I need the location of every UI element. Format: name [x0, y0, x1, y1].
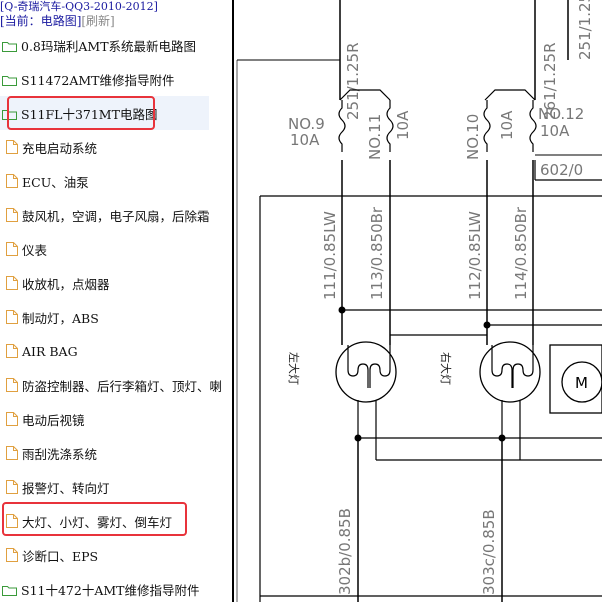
current-category[interactable]: 电路图]: [40, 14, 82, 28]
breadcrumb-path-text: [Q-奇瑞汽车-QQ3-2010-2012]: [0, 0, 158, 13]
file-icon: [6, 344, 18, 358]
file-icon: [6, 310, 18, 324]
tree-item-label: 电动后视镜: [22, 412, 85, 428]
wire-label-top-3: 251/1.25R: [576, 0, 594, 60]
left-headlamp-circle: [335, 341, 397, 403]
file-tree-panel: [Q-奇瑞汽车-QQ3-2010-2012] [当前：电路图][刷新] 0.8玛…: [0, 0, 230, 602]
tree-item[interactable]: 雨刮洗涤系统: [0, 436, 230, 470]
breadcrumb-path: [Q-奇瑞汽车-QQ3-2010-2012]: [0, 0, 230, 15]
tree-item[interactable]: S11十472十AMT维修指导附件: [0, 572, 230, 602]
circuit-diagram: 251/1.25R 261/1.25R 251/1.25R NO.9 10A N…: [230, 0, 602, 602]
left-headlamp-label: 左大灯: [287, 352, 301, 385]
fuse-no9-label: NO.9: [288, 115, 325, 133]
fuse-no12-amp: 10A: [540, 122, 570, 140]
refresh-link[interactable]: [刷新]: [81, 14, 115, 28]
file-icon: [6, 514, 18, 528]
tree-item[interactable]: 大灯、小灯、雾灯、倒车灯: [0, 504, 230, 538]
tree-item[interactable]: AIR BAG: [0, 334, 230, 368]
tree-item[interactable]: 报警灯、转向灯: [0, 470, 230, 504]
tree-item-label: AIR BAG: [22, 343, 78, 359]
tree-item[interactable]: 收放机，点烟器: [0, 266, 230, 300]
tree-item[interactable]: S11FL十371MT电路图: [0, 96, 209, 130]
tree-item[interactable]: 鼓风机，空调，电子风扇，后除霜: [0, 198, 230, 232]
file-icon: [6, 208, 18, 222]
folder-icon: [2, 108, 17, 120]
right-headlamp-label: 右大灯: [439, 352, 453, 385]
tree-item[interactable]: 制动灯，ABS: [0, 300, 230, 334]
tree-item[interactable]: 诊断口、EPS: [0, 538, 230, 572]
tree-item-label: 0.8玛瑞利AMT系统最新电路图: [21, 38, 197, 54]
wire-label-top-1: 251/1.25R: [344, 42, 362, 120]
tree-item[interactable]: 电动后视镜: [0, 402, 230, 436]
junction-dot-1: [338, 306, 346, 314]
fuse-bus-right: [484, 89, 536, 101]
motor-label: M: [575, 374, 588, 392]
right-headlamp-filament-1: [491, 345, 513, 388]
folder-icon: [2, 40, 17, 52]
tree-item[interactable]: ECU、油泵: [0, 164, 230, 198]
tree-item-label: ECU、油泵: [22, 174, 89, 190]
fuse-no9: [338, 100, 346, 152]
junction-dot-2: [483, 321, 491, 329]
wire-602-label: 602/0: [540, 161, 583, 179]
file-icon: [6, 140, 18, 154]
wire-label-112: 112/0.85LW: [466, 211, 484, 300]
left-headlamp-filament-2: [369, 345, 391, 388]
tree-item[interactable]: S11472AMT维修指导附件: [0, 62, 230, 96]
fuse-no10: [483, 100, 491, 152]
tree-item-label: 制动灯，ABS: [22, 310, 99, 326]
right-headlamp-filament-2: [512, 345, 534, 388]
wire-label-302b: 302b/0.85B: [336, 508, 354, 595]
file-icon: [6, 412, 18, 426]
file-icon: [6, 548, 18, 562]
tree-item[interactable]: 仪表: [0, 232, 230, 266]
tree-item-label: 鼓风机，空调，电子风扇，后除霜: [22, 208, 210, 224]
tree-item-label: 雨刮洗涤系统: [22, 446, 98, 462]
tree-item-label: 防盗控制器、后行李箱灯、顶灯、喇: [22, 378, 223, 394]
current-label: [当前：: [0, 14, 41, 28]
tree-item-label: S11FL十371MT电路图: [21, 106, 158, 122]
file-icon: [6, 174, 18, 188]
folder-icon: [2, 584, 17, 596]
fuse-no11: [386, 100, 394, 152]
tree-item[interactable]: 0.8玛瑞利AMT系统最新电路图: [0, 28, 230, 62]
motor-circle: [561, 361, 602, 403]
file-icon: [6, 378, 18, 392]
tree-item[interactable]: 防盗控制器、后行李箱灯、顶灯、喇: [0, 368, 230, 402]
left-headlamp-filament-1: [347, 345, 369, 388]
file-icon: [6, 242, 18, 256]
circuit-diagram-svg: 251/1.25R 261/1.25R 251/1.25R NO.9 10A N…: [232, 0, 602, 602]
wire-label-top-2: 261/1.25R: [541, 42, 559, 120]
motor-box: [549, 344, 602, 414]
fuse-bus-left: [339, 89, 391, 101]
wire-label-111: 111/0.85LW: [321, 211, 339, 300]
tree-item-label: S11十472十AMT维修指导附件: [21, 582, 200, 598]
tree-item[interactable]: 充电启动系统: [0, 130, 230, 164]
fuse-no11-label: NO.11: [366, 114, 384, 160]
folder-icon: [2, 74, 17, 86]
fuse-no11-amp: 10A: [394, 110, 412, 140]
fuse-no9-amp: 10A: [290, 131, 320, 149]
fuse-no12-label: NO.12: [538, 105, 584, 123]
wire-label-113: 113/0.850Br: [368, 206, 386, 300]
tree-item-label: S11472AMT维修指导附件: [21, 72, 175, 88]
tree-item-label: 诊断口、EPS: [22, 548, 99, 564]
right-headlamp-circle: [479, 341, 541, 403]
tree-item-label: 充电启动系统: [22, 140, 98, 156]
tree-item-label: 报警灯、转向灯: [22, 480, 110, 496]
fuse-no10-amp: 10A: [498, 110, 516, 140]
tree-item-label: 收放机，点烟器: [22, 276, 110, 292]
file-icon: [6, 480, 18, 494]
wire-label-114: 114/0.850Br: [512, 206, 530, 300]
tree-item-label: 仪表: [22, 242, 48, 258]
tree-item-label: 大灯、小灯、雾灯、倒车灯: [22, 514, 173, 530]
wire-label-303c: 303c/0.85B: [480, 509, 498, 595]
file-icon: [6, 276, 18, 290]
fuse-no10-label: NO.10: [464, 114, 482, 160]
fuse-no12: [529, 100, 537, 152]
breadcrumb-current: [当前：电路图][刷新]: [0, 14, 115, 30]
file-icon: [6, 446, 18, 460]
